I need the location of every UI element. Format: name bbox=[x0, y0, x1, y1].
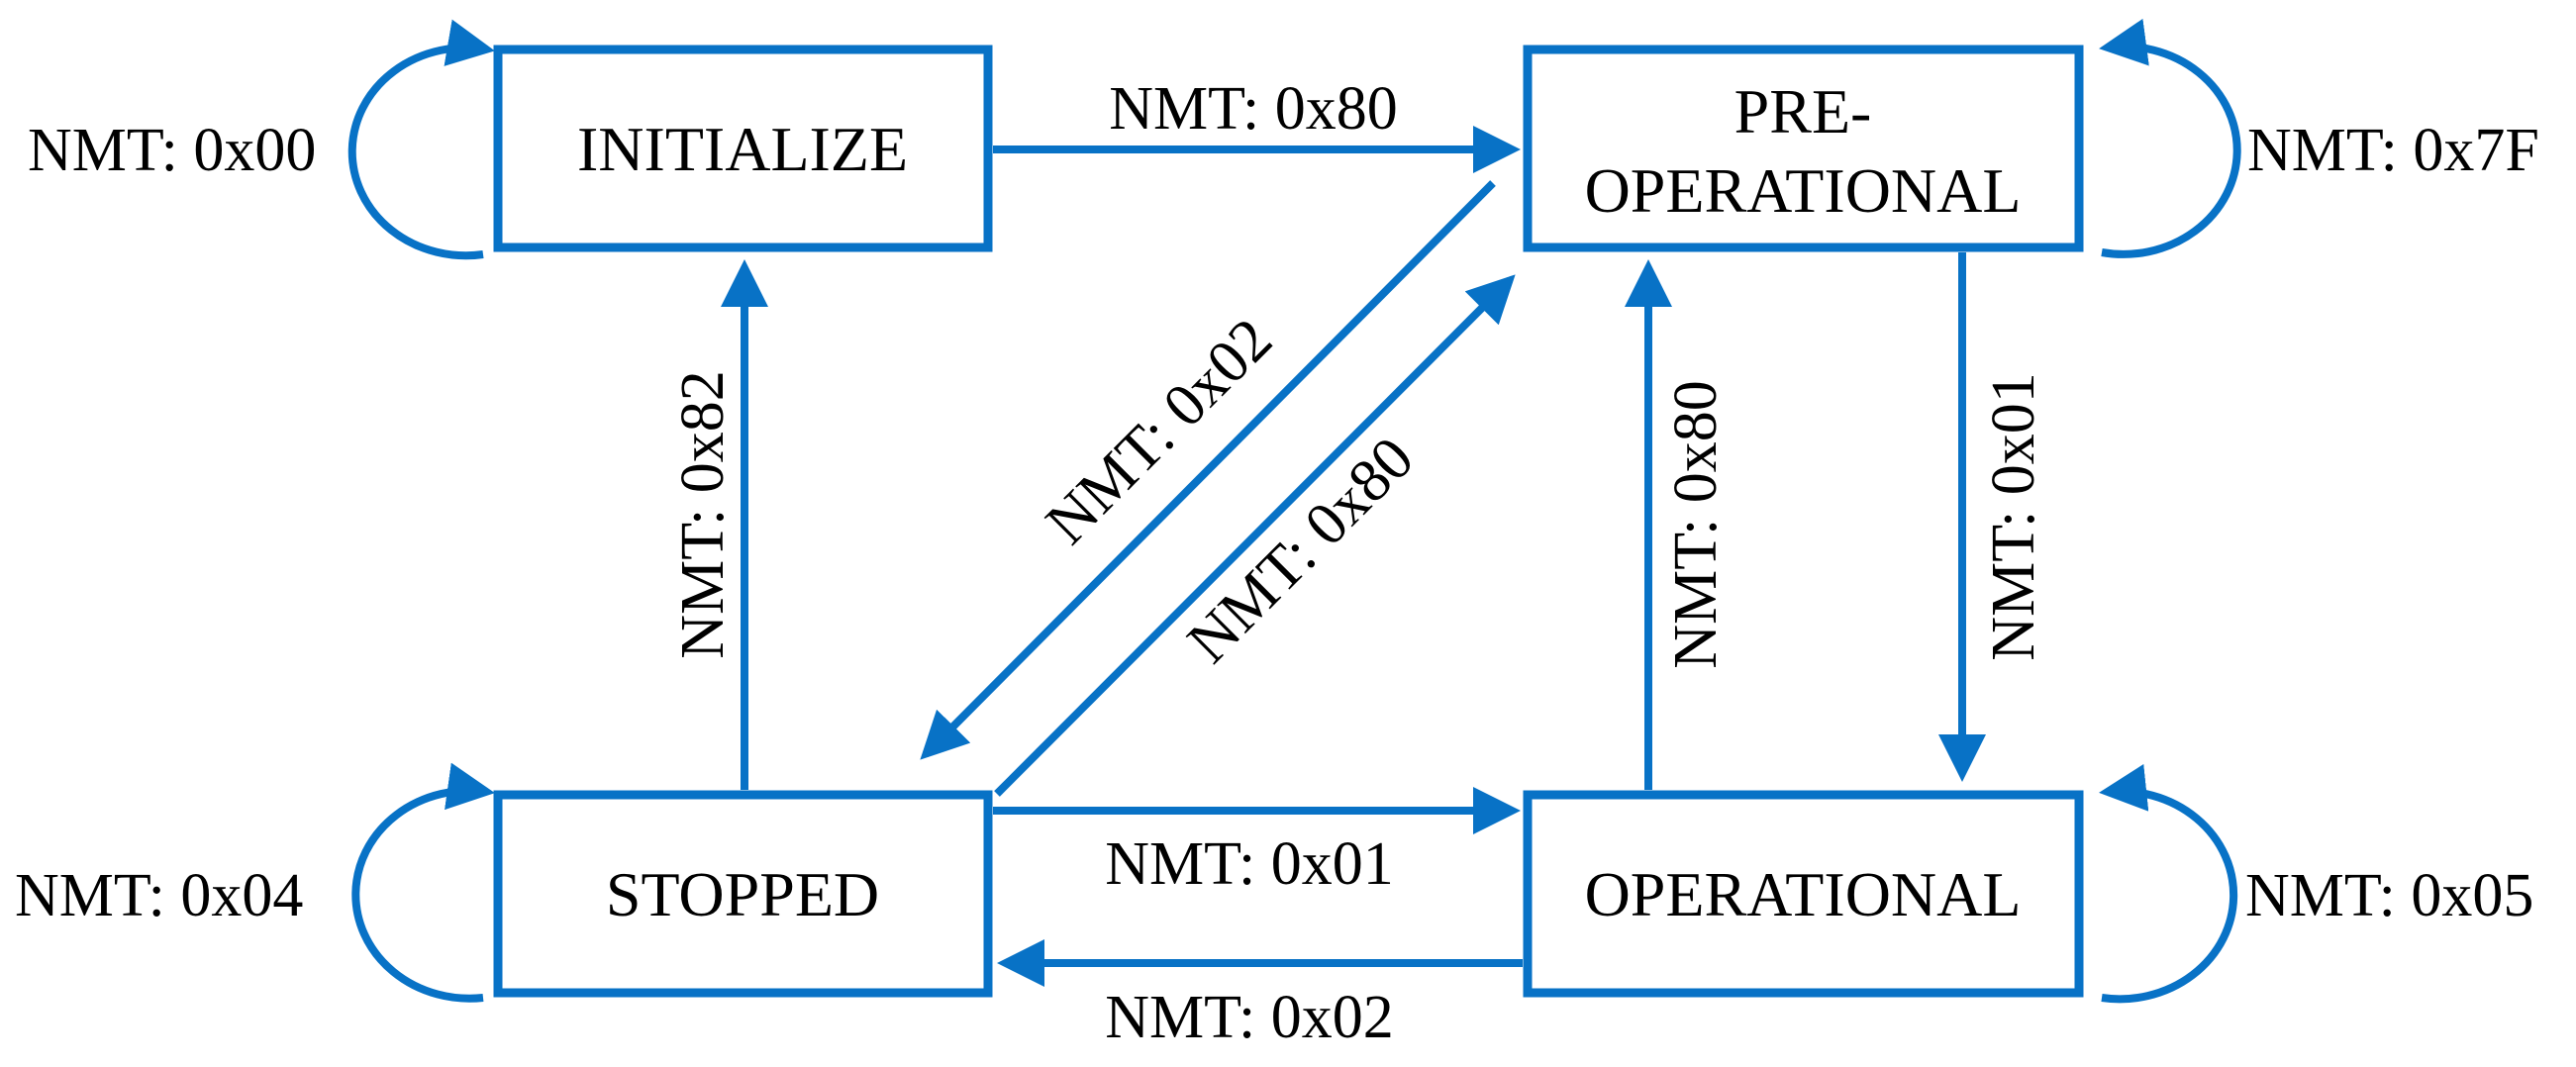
label-operational-to-preop: NMT: 0x80 bbox=[1662, 380, 1730, 668]
label-stopped-to-operational: NMT: 0x01 bbox=[1105, 830, 1393, 898]
loop-initialize-self bbox=[347, 19, 495, 260]
state-pre-operational-label-line1: PRE- bbox=[1734, 76, 1872, 146]
arrow-stopped-to-preop bbox=[994, 274, 1516, 797]
state-stopped-label: STOPPED bbox=[606, 859, 879, 929]
loop-operational-self bbox=[2099, 764, 2238, 1004]
loop-stopped-self bbox=[351, 762, 495, 1003]
label-operational-self: NMT: 0x05 bbox=[2245, 862, 2533, 929]
label-initialize-self: NMT: 0x00 bbox=[28, 117, 316, 184]
state-pre-operational-label-line2: OPERATIONAL bbox=[1585, 155, 2022, 226]
state-pre-operational-box bbox=[1523, 45, 2084, 252]
label-preop-self: NMT: 0x7F bbox=[2247, 117, 2539, 184]
state-operational-label: OPERATIONAL bbox=[1585, 859, 2022, 929]
arrow-preop-to-stopped bbox=[920, 180, 1496, 760]
label-stopped-self: NMT: 0x04 bbox=[15, 862, 303, 929]
label-preop-to-operational: NMT: 0x01 bbox=[1980, 372, 2047, 660]
state-operational-box bbox=[1523, 790, 2084, 998]
label-initialize-to-preop: NMT: 0x80 bbox=[1109, 75, 1397, 143]
state-initialize-label: INITIALIZE bbox=[577, 114, 908, 184]
state-initialize-box bbox=[493, 45, 993, 252]
label-stopped-to-initialize: NMT: 0x82 bbox=[669, 370, 737, 658]
label-operational-to-stopped: NMT: 0x02 bbox=[1105, 984, 1393, 1051]
state-stopped-box bbox=[493, 790, 993, 998]
loop-preop-self bbox=[2099, 18, 2241, 258]
